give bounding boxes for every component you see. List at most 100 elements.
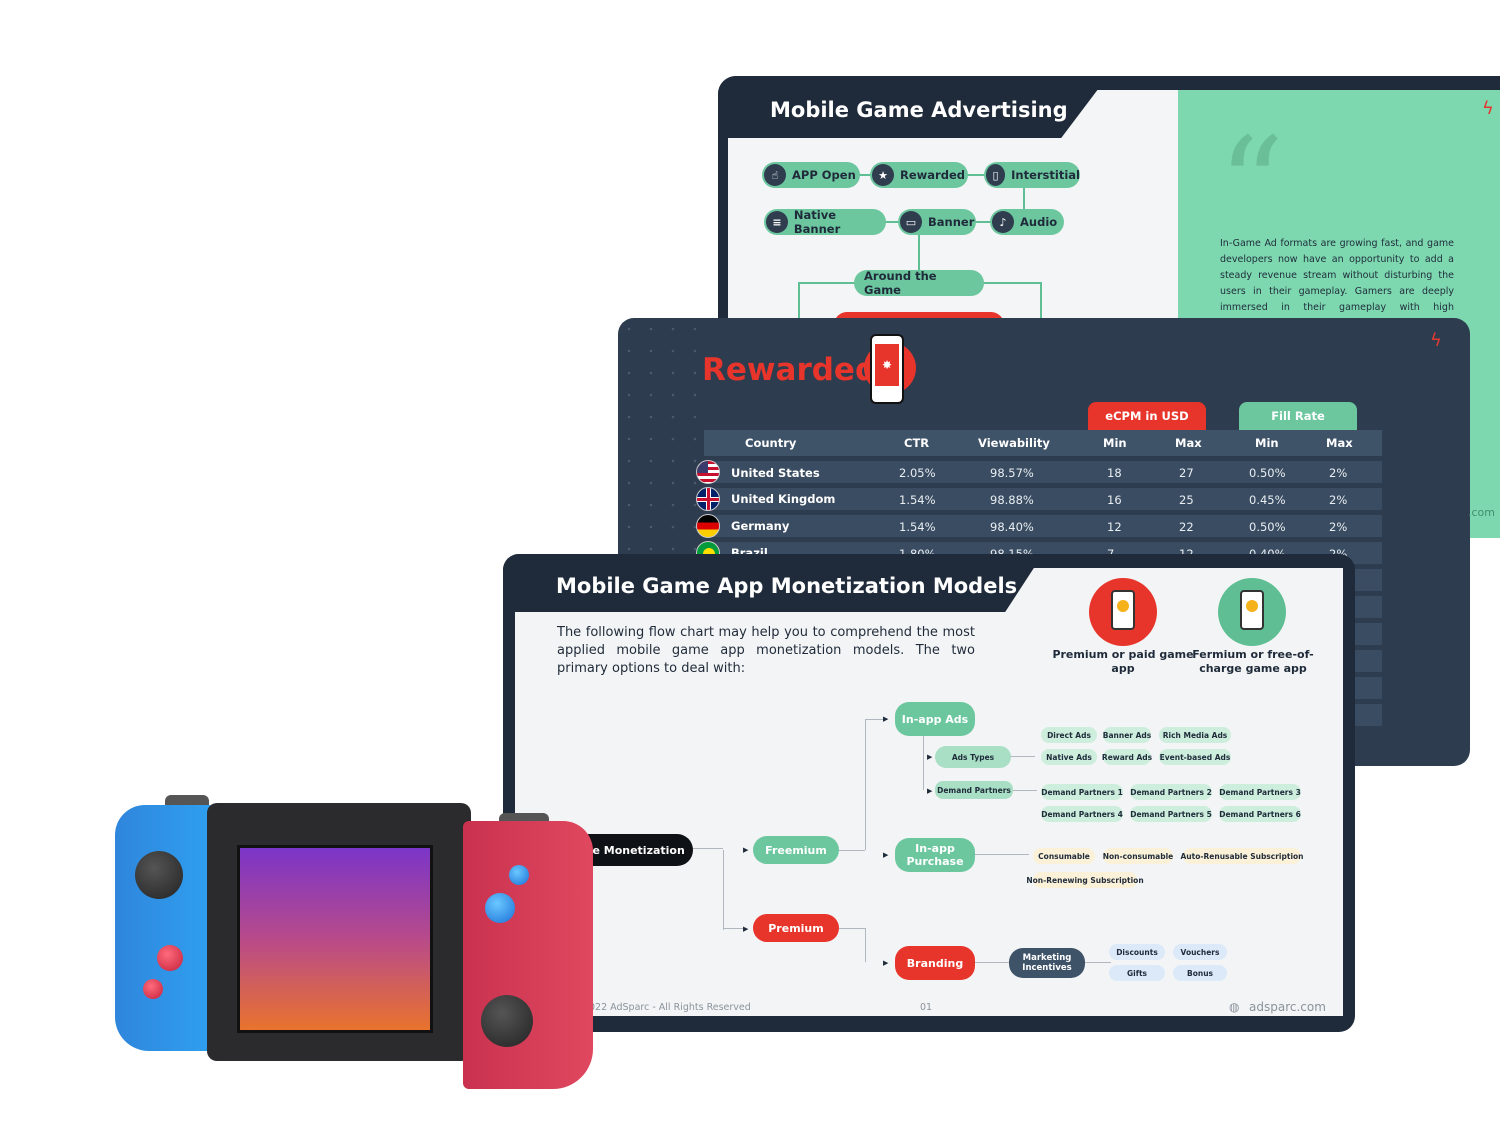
country: Germany — [731, 519, 790, 533]
star-burst-icon: ✸ — [875, 344, 899, 386]
country: United States — [731, 466, 820, 480]
col-fill-max: Max — [1326, 436, 1353, 450]
viewability: 98.40% — [990, 520, 1034, 534]
tag-gifts: Gifts — [1109, 965, 1165, 981]
ctr: 2.05% — [899, 466, 936, 480]
ctr: 1.54% — [899, 520, 936, 534]
fermium-app-icon — [1218, 578, 1286, 646]
format-rewarded[interactable]: ★ Rewarded — [870, 162, 968, 188]
format-label: Banner — [928, 215, 975, 229]
table-row — [704, 461, 1382, 483]
col-fill-min: Min — [1255, 436, 1279, 450]
table-row — [704, 515, 1382, 537]
star-icon: ★ — [872, 164, 894, 186]
node-freemium[interactable]: Freemium — [753, 836, 839, 864]
group-ecpm: eCPM in USD — [1088, 402, 1206, 430]
right-analog-stick — [481, 995, 533, 1047]
monitor-icon: ▭ — [900, 211, 922, 233]
node-branding[interactable]: Branding — [895, 946, 975, 980]
format-native-banner[interactable]: ≡ Native Banner — [764, 208, 886, 236]
connector — [1023, 187, 1025, 209]
quote-mark-icon: “ — [1218, 109, 1285, 261]
flow-line — [723, 850, 724, 930]
slide3-title: Mobile Game App Monetization Models — [556, 574, 1018, 598]
arrow-icon: ▶ — [883, 715, 889, 723]
right-controller — [463, 821, 593, 1089]
col-ctr: CTR — [904, 436, 930, 450]
format-interstitial[interactable]: ▯ Interstitial — [984, 162, 1080, 188]
bolt-icon: ϟ — [1430, 330, 1442, 351]
flag-germany-icon — [696, 514, 720, 538]
red-button — [157, 945, 183, 971]
footer-page-number: 01 — [920, 1002, 933, 1013]
flow-line — [1011, 790, 1037, 791]
fill-max: 2% — [1329, 466, 1348, 480]
fill-max: 2% — [1329, 520, 1348, 534]
slide2-title: Rewarded — [702, 352, 878, 388]
arrow-icon: ▶ — [883, 851, 889, 859]
speaker-icon: ♪ — [992, 211, 1014, 233]
tag-non-renewing-subscription: Non-Renewing Subscription — [1026, 872, 1144, 888]
slide-mobile-game-advertising: Mobile Game Advertising ☝ APP Open ★ Rew… — [718, 76, 1500, 376]
flow-line — [839, 850, 865, 851]
fill-max: 2% — [1329, 493, 1348, 507]
ecpm-min: 18 — [1107, 466, 1122, 480]
arrow-icon: ▶ — [743, 846, 749, 854]
tag-discounts: Discounts — [1109, 944, 1165, 960]
col-ecpm-min: Min — [1103, 436, 1127, 450]
flow-line — [865, 928, 866, 962]
format-label: Native Banner — [793, 208, 841, 236]
format-app-open[interactable]: ☝ APP Open — [762, 162, 860, 188]
format-audio[interactable]: ♪ Audio — [990, 209, 1064, 235]
slide3-title-bar — [503, 554, 1043, 612]
tag-direct-ads: Direct Ads — [1041, 727, 1097, 743]
ecpm-max: 22 — [1179, 520, 1194, 534]
footer-copyright: 022 AdSparc - All Rights Reserved — [589, 1002, 751, 1013]
ecpm-min: 12 — [1107, 520, 1122, 534]
node-in-app-ads[interactable]: In-app Ads — [895, 702, 975, 736]
arrow-icon: ▶ — [927, 753, 933, 761]
tag-partner-5: Demand Partners 5 — [1130, 806, 1212, 822]
phone-icon: ▯ — [986, 164, 1006, 186]
tag-consumable: Consumable — [1033, 848, 1095, 864]
arrow-icon: ▶ — [883, 959, 889, 967]
bolt-icon: ϟ — [1482, 98, 1494, 119]
flow-line — [973, 854, 1029, 855]
format-banner[interactable]: ▭ Banner — [898, 209, 976, 235]
fill-min: 0.50% — [1249, 466, 1286, 480]
tag-non-consumable: Non-consumable — [1103, 848, 1173, 864]
node-in-app-purchase[interactable]: In-app Purchase — [895, 838, 975, 872]
slide1-panel-edge: .com — [1468, 376, 1500, 538]
tag-vouchers: Vouchers — [1173, 944, 1227, 960]
format-label: Interstitial — [1011, 168, 1080, 182]
footer-site[interactable]: adsparc.com — [1249, 1000, 1326, 1014]
flow-line — [693, 848, 723, 849]
red-button-small — [143, 979, 163, 999]
node-demand-partners[interactable]: Demand Partners — [935, 781, 1013, 799]
phone-touch-icon: ☝ — [764, 164, 786, 186]
node-premium[interactable]: Premium — [753, 914, 839, 942]
slide1-title: Mobile Game Advertising — [770, 98, 1068, 122]
ecpm-max: 27 — [1179, 466, 1194, 480]
hub-around-the-game[interactable]: Around the Game — [854, 269, 984, 297]
tag-rich-media-ads: Rich Media Ads — [1159, 727, 1231, 743]
left-analog-stick — [135, 851, 183, 899]
ecpm-min: 16 — [1107, 493, 1122, 507]
tag-auto-renewable-subscription: Auto-Renusable Subscription — [1181, 848, 1304, 864]
viewability: 98.88% — [990, 493, 1034, 507]
group-fill-rate: Fill Rate — [1239, 402, 1357, 430]
option-fermium: Fermium or free-of-charge game app — [1192, 648, 1314, 675]
arrow-icon: ▶ — [927, 787, 933, 795]
node-marketing-incentives[interactable]: Marketing Incentives — [1009, 948, 1085, 978]
table-header — [704, 430, 1382, 456]
node-ads-types[interactable]: Ads Types — [935, 746, 1011, 768]
viewability: 98.57% — [990, 466, 1034, 480]
flag-us-icon — [696, 460, 720, 484]
tag-partner-3: Demand Partners 3 — [1219, 784, 1301, 800]
option-premium: Premium or paid game app — [1052, 648, 1194, 675]
fill-min: 0.45% — [1249, 493, 1286, 507]
tag-event-based-ads: Event-based Ads — [1159, 749, 1231, 765]
site-text-partial: .com — [1468, 506, 1495, 519]
tag-native-ads: Native Ads — [1041, 749, 1097, 765]
tag-partner-6: Demand Partners 6 — [1219, 806, 1301, 822]
